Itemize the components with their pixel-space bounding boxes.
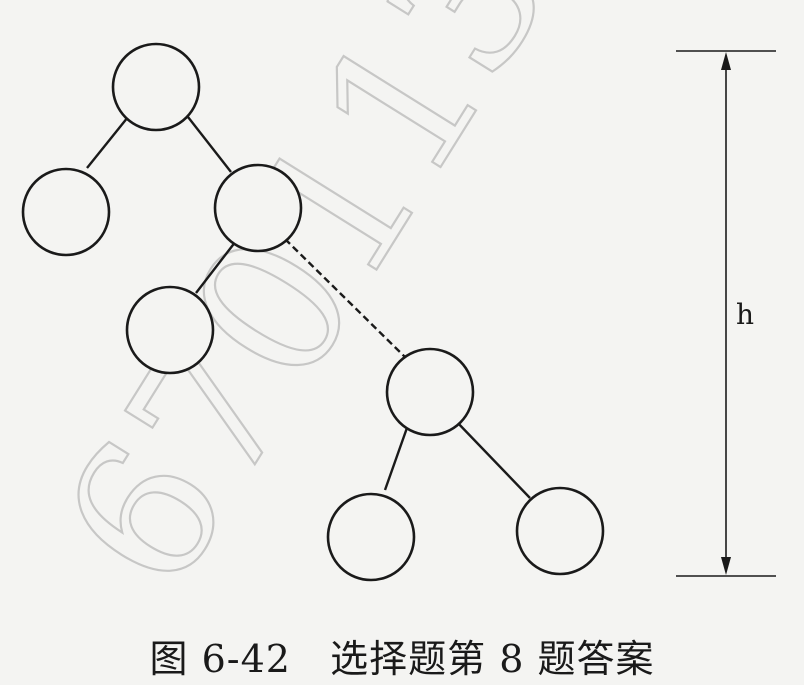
edge-root-right — [187, 116, 232, 173]
tree-node-right-left — [125, 285, 215, 375]
height-dimension: h — [676, 50, 776, 577]
tree-nodes — [21, 42, 605, 582]
tree-node-root — [111, 42, 201, 132]
edge-right-leftchild — [195, 240, 237, 294]
edge-root-left — [86, 116, 129, 169]
tree-node-subtree-right — [515, 486, 605, 576]
height-arrow-down — [721, 557, 731, 575]
tree-node-right — [213, 163, 303, 253]
tree-node-left — [21, 167, 111, 257]
height-label: h — [736, 298, 754, 331]
tree-node-subtree-left — [326, 492, 416, 582]
edge-subtree-right — [454, 419, 531, 499]
figure-caption: 图 6-42 选择题第 8 题答案 — [149, 637, 654, 681]
height-arrow-up — [721, 52, 731, 70]
dashed-edge-inserted-subtree — [284, 238, 406, 358]
edge-subtree-left — [383, 424, 410, 491]
tree-node-subtree-root — [385, 347, 475, 437]
tree-edges — [86, 116, 531, 499]
